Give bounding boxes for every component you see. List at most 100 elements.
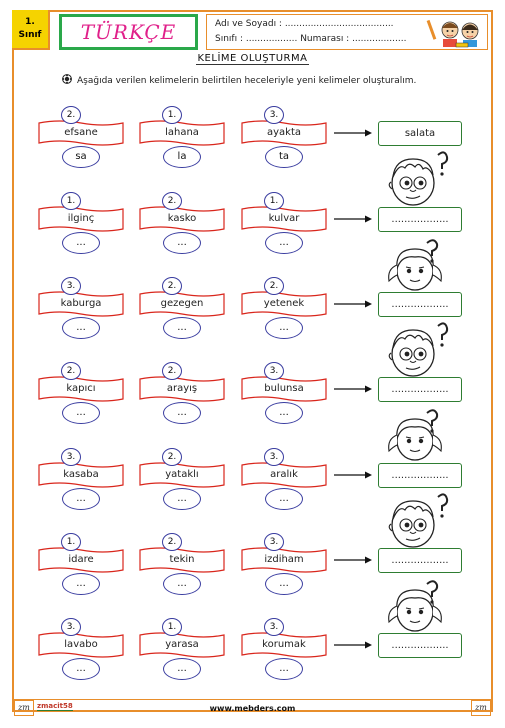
- new-word-answer[interactable]: salata: [378, 121, 462, 146]
- word-text: lavabo: [64, 639, 98, 650]
- syllable-answer[interactable]: ...: [265, 488, 303, 510]
- students-illustration-icon: [426, 19, 479, 48]
- word-ribbon: kulvar: [240, 205, 328, 233]
- new-word-answer[interactable]: ..................: [378, 377, 462, 402]
- arrow-right-icon: [334, 215, 372, 223]
- word-ribbon: tekin: [138, 546, 226, 574]
- page-footer: zm zmacit58 www.mebders.com zm: [12, 699, 493, 718]
- word-text: kulvar: [268, 213, 300, 224]
- syllable-answer[interactable]: ...: [62, 658, 100, 680]
- thinking-girl-icon: [388, 239, 442, 291]
- word-text: tekin: [169, 554, 195, 565]
- syllable-answer[interactable]: ...: [62, 573, 100, 595]
- word-text: yataklı: [165, 469, 199, 480]
- syllable-answer[interactable]: ...: [163, 573, 201, 595]
- word-ribbon: gezegen: [138, 290, 226, 318]
- word-ribbon: izdiham: [240, 546, 328, 574]
- word-ribbon: kapıcı: [37, 375, 125, 403]
- syllable-position-number: 2.: [162, 533, 182, 551]
- arrow-right-icon: [334, 556, 372, 564]
- word-ribbon: kasaba: [37, 461, 125, 489]
- word-text: kaburga: [60, 298, 102, 309]
- syllable-position-number: 3.: [61, 448, 81, 466]
- word-text: kasko: [167, 213, 197, 224]
- word-ribbon: ilginç: [37, 205, 125, 233]
- syllable-answer[interactable]: ...: [62, 317, 100, 339]
- word-ribbon: lahana: [138, 119, 226, 147]
- instruction-text: Aşağıda verilen kelimelerin belirtilen h…: [77, 76, 417, 86]
- new-word-answer[interactable]: ..................: [378, 633, 462, 658]
- word-ribbon: lavabo: [37, 631, 125, 659]
- instruction: Aşağıda verilen kelimelerin belirtilen h…: [62, 74, 416, 86]
- syllable-answer[interactable]: ...: [163, 317, 201, 339]
- word-text: kapıcı: [66, 383, 96, 394]
- syllable-position-number: 1.: [264, 192, 284, 210]
- syllable-position-number: 2.: [162, 192, 182, 210]
- syllable-answer[interactable]: ...: [265, 317, 303, 339]
- syllable-answer[interactable]: ...: [265, 573, 303, 595]
- grade-badge: 1. Sınıf: [12, 10, 50, 50]
- syllable-position-number: 3.: [264, 618, 284, 636]
- syllable-position-number: 1.: [61, 533, 81, 551]
- syllable-answer[interactable]: ta: [265, 146, 303, 168]
- thinking-boy-icon: [388, 322, 449, 377]
- site-link[interactable]: www.mebders.com: [209, 704, 296, 713]
- syllable-position-number: 3.: [264, 106, 284, 124]
- arrow-right-icon: [334, 385, 372, 393]
- new-word-answer[interactable]: ..................: [378, 207, 462, 232]
- syllable-position-number: 2.: [61, 106, 81, 124]
- word-ribbon: yetenek: [240, 290, 328, 318]
- word-ribbon: kaburga: [37, 290, 125, 318]
- syllable-answer[interactable]: ...: [265, 232, 303, 254]
- thinking-girl-icon: [388, 409, 442, 461]
- word-ribbon: ayakta: [240, 119, 328, 147]
- new-word-answer[interactable]: ..................: [378, 463, 462, 488]
- worksheet-title-text: KELİME OLUŞTURMA: [195, 53, 310, 65]
- syllable-position-number: 3.: [264, 533, 284, 551]
- word-text: izdiham: [264, 554, 304, 565]
- syllable-answer[interactable]: la: [163, 146, 201, 168]
- arrow-right-icon: [334, 471, 372, 479]
- syllable-position-number: 3.: [61, 277, 81, 295]
- syllable-position-number: 1.: [61, 192, 81, 210]
- syllable-answer[interactable]: ...: [62, 402, 100, 424]
- class-number-field: Sınıfı : .................. Numarası : .…: [215, 34, 407, 44]
- word-text: gezegen: [160, 298, 204, 309]
- word-text: bulunsa: [264, 383, 304, 394]
- syllable-answer[interactable]: ...: [163, 402, 201, 424]
- word-ribbon: efsane: [37, 119, 125, 147]
- thinking-girl-icon: [388, 580, 442, 632]
- syllable-position-number: 2.: [264, 277, 284, 295]
- syllable-position-number: 2.: [61, 362, 81, 380]
- syllable-answer[interactable]: sa: [62, 146, 100, 168]
- word-text: idare: [68, 554, 94, 565]
- word-ribbon: arayış: [138, 375, 226, 403]
- word-ribbon: yataklı: [138, 461, 226, 489]
- syllable-position-number: 2.: [162, 362, 182, 380]
- word-ribbon: kasko: [138, 205, 226, 233]
- syllable-answer[interactable]: ...: [163, 232, 201, 254]
- word-ribbon: aralık: [240, 461, 328, 489]
- arrow-right-icon: [334, 300, 372, 308]
- word-text: korumak: [262, 639, 306, 650]
- student-info: Adı ve Soyadı : ........................…: [206, 14, 488, 50]
- grade-label: Sınıf: [18, 30, 42, 40]
- word-text: lahana: [165, 127, 199, 138]
- syllable-answer[interactable]: ...: [163, 488, 201, 510]
- syllable-answer[interactable]: ...: [163, 658, 201, 680]
- word-text: kasaba: [63, 469, 99, 480]
- syllable-answer[interactable]: ...: [62, 488, 100, 510]
- syllable-position-number: 3.: [264, 362, 284, 380]
- syllable-answer[interactable]: ...: [265, 402, 303, 424]
- new-word-answer[interactable]: ..................: [378, 292, 462, 317]
- syllable-answer[interactable]: ...: [62, 232, 100, 254]
- word-ribbon: korumak: [240, 631, 328, 659]
- thinking-boy-icon: [388, 151, 449, 206]
- new-word-answer[interactable]: ..................: [378, 548, 462, 573]
- name-field: Adı ve Soyadı : ........................…: [215, 19, 394, 29]
- word-text: yetenek: [263, 298, 305, 309]
- grade-number: 1.: [25, 17, 35, 27]
- word-text: arayış: [166, 383, 198, 394]
- syllable-answer[interactable]: ...: [265, 658, 303, 680]
